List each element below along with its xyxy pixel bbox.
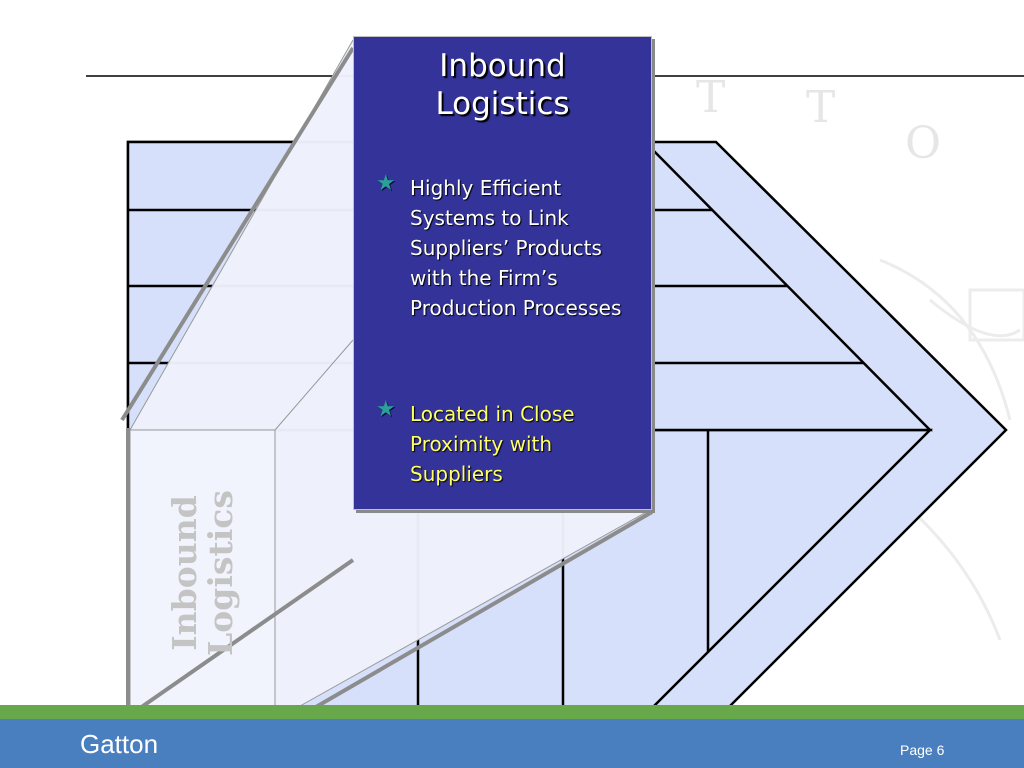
inbound-box: [129, 429, 276, 719]
watermark-letter: T: [806, 82, 835, 133]
star-icon: ★: [376, 397, 396, 422]
beam-edge: [128, 558, 355, 717]
bullet-text: Highly Efficient Systems to Link Supplie…: [410, 176, 622, 320]
beam-edge: [120, 46, 355, 422]
footer-green-stripe: [0, 705, 1024, 719]
callout-title: Inbound Logistics: [354, 47, 651, 123]
bullet-item-highlight: ★ Located in Close Proximity with Suppli…: [376, 399, 615, 489]
watermark-letter: T: [696, 72, 725, 123]
callout-title-line2: Logistics: [435, 86, 570, 122]
page-number: Page 6: [900, 742, 945, 758]
inbound-logistics-box-label: Inbound Logistics: [130, 430, 275, 715]
side-label-text: Inbound Logistics: [164, 489, 240, 656]
beam-edge: [288, 510, 654, 724]
footer-blue-band: [0, 719, 1024, 768]
inbound-logistics-callout: Inbound Logistics ★ Highly Efficient Sys…: [353, 36, 652, 510]
bullet-item: ★ Highly Efficient Systems to Link Suppl…: [376, 173, 640, 323]
footer-bar: Gatton Page 6: [0, 705, 1024, 768]
star-icon: ★: [376, 171, 396, 196]
watermark-letter: O: [905, 118, 941, 169]
zoom-beam: [120, 39, 654, 724]
bullet-text-highlight: Located in Close Proximity with Supplier…: [410, 402, 575, 486]
footer-brand: Gatton: [80, 729, 159, 759]
callout-title-line1: Inbound: [439, 48, 566, 84]
